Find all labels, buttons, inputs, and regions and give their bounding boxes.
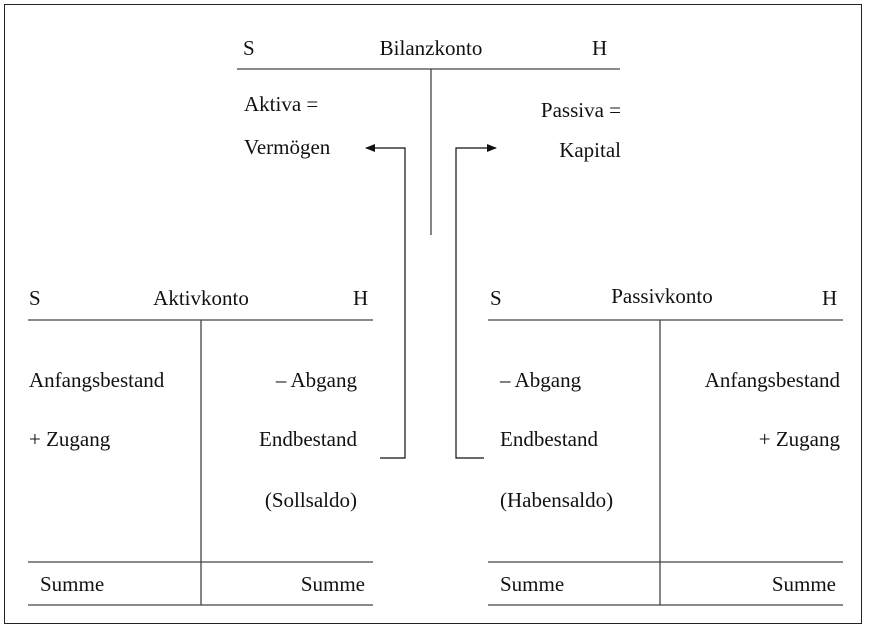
arrow-endbestand-to-vermoegen bbox=[365, 144, 406, 459]
bilanz-vermoegen-label: Vermögen bbox=[244, 135, 331, 159]
bilanz-soll-label: S bbox=[243, 36, 255, 60]
diagram-frame bbox=[4, 4, 862, 624]
aktiv-left-row: Anfangsbestand bbox=[29, 368, 165, 392]
passiv-left-row: Endbestand bbox=[500, 427, 598, 451]
bilanz-title: Bilanzkonto bbox=[379, 36, 483, 60]
passiv-right-row: + Zugang bbox=[758, 427, 840, 451]
bilanz-aktiva-label: Aktiva = bbox=[244, 92, 319, 116]
passiv-sum-right: Summe bbox=[771, 572, 836, 596]
aktiv-title: Aktivkonto bbox=[153, 286, 249, 310]
passiv-sum-left: Summe bbox=[500, 572, 565, 596]
passiv-title: Passivkonto bbox=[611, 284, 713, 308]
passiv-soll-label: S bbox=[490, 286, 502, 310]
aktiv-right-row: (Sollsaldo) bbox=[264, 488, 357, 512]
bilanz-kapital-label: Kapital bbox=[559, 138, 621, 162]
aktiv-soll-label: S bbox=[29, 286, 41, 310]
aktiv-haben-label: H bbox=[353, 286, 369, 310]
bilanz-passiva-label: Passiva = bbox=[540, 98, 621, 122]
aktiv-right-row: – Abgang bbox=[275, 368, 357, 392]
aktiv-right-row: Endbestand bbox=[259, 427, 357, 451]
arrow-endbestand-to-kapital bbox=[455, 144, 497, 459]
passiv-haben-label: H bbox=[822, 286, 838, 310]
passiv-left-row: – Abgang bbox=[500, 368, 582, 392]
aktiv-sum-right: Summe bbox=[300, 572, 365, 596]
passiv-left-row: (Habensaldo) bbox=[500, 488, 614, 512]
bilanz-haben-label: H bbox=[592, 36, 608, 60]
aktiv-left-row: + Zugang bbox=[29, 427, 111, 451]
passiv-right-row: Anfangsbestand bbox=[704, 368, 840, 392]
aktiv-sum-left: Summe bbox=[40, 572, 105, 596]
